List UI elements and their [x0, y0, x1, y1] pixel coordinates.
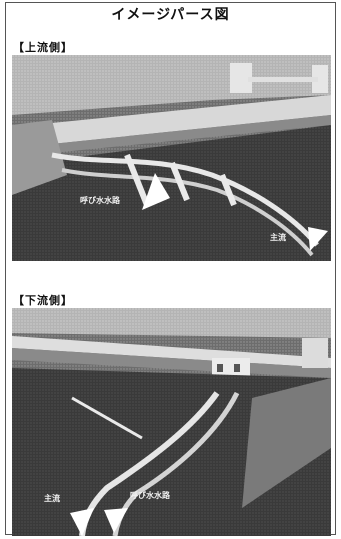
upstream-label: 【上流側】: [13, 41, 73, 54]
upstream-main-flow-callout: 主流: [270, 232, 286, 242]
upstream-fish-pass-callout: 呼び水水路: [80, 195, 121, 205]
downstream-perspective-image: 主流 呼び水水路: [12, 308, 331, 536]
downstream-label: 【下流側】: [13, 294, 73, 307]
upstream-perspective-image: 呼び水水路 主流: [12, 55, 331, 261]
downstream-main-flow-callout: 主流: [44, 493, 60, 503]
downstream-fish-pass-callout: 呼び水水路: [130, 490, 171, 500]
page-title: イメージパース図: [111, 7, 230, 23]
